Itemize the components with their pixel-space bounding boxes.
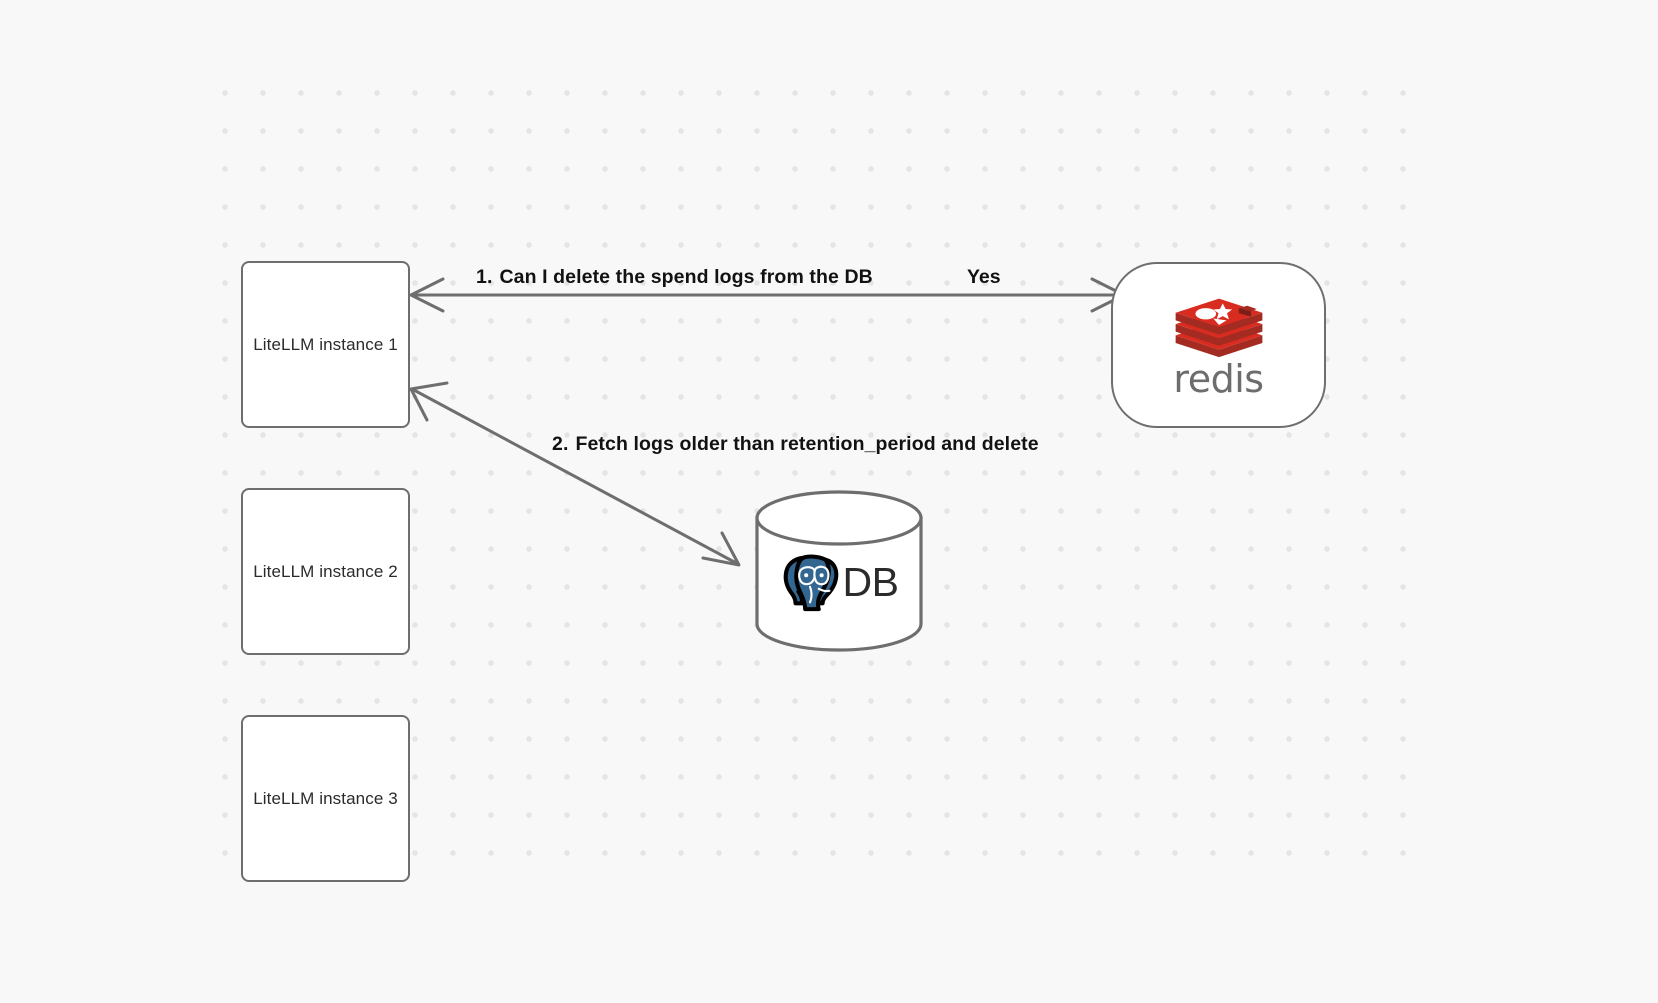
step-number: 1. bbox=[476, 266, 493, 288]
edge-label-yes: Yes bbox=[967, 266, 1001, 288]
step-number: 2. bbox=[552, 433, 569, 455]
edge-label-step-1: 1. Can I delete the spend logs from the D… bbox=[476, 266, 873, 288]
node-label: LiteLLM instance 3 bbox=[253, 788, 398, 808]
database-logo-row: DB bbox=[753, 552, 925, 612]
edge-instance1-database bbox=[409, 381, 741, 567]
edge-label-step-2: 2. Fetch logs older than retention_period… bbox=[552, 433, 1039, 455]
node-label: LiteLLM instance 1 bbox=[253, 334, 398, 354]
arrowhead-left bbox=[409, 277, 445, 313]
database-label: DB bbox=[842, 558, 899, 605]
arrowhead-lower-right bbox=[701, 531, 741, 567]
node-redis[interactable]: redis bbox=[1111, 262, 1326, 428]
step-text: Fetch logs older than retention_period a… bbox=[575, 433, 1039, 455]
redis-logo-icon bbox=[1175, 298, 1262, 357]
postgresql-elephant-icon bbox=[783, 554, 838, 612]
step-text: Can I delete the spend logs from the DB bbox=[499, 266, 873, 288]
node-label: LiteLLM instance 2 bbox=[253, 561, 398, 581]
arrowhead-upper-left bbox=[409, 381, 449, 422]
node-litellm-instance-3[interactable]: LiteLLM instance 3 bbox=[241, 715, 410, 882]
node-litellm-instance-1[interactable]: LiteLLM instance 1 bbox=[241, 261, 410, 428]
node-database[interactable]: DB bbox=[753, 490, 925, 652]
redis-wordmark: redis bbox=[1173, 356, 1264, 401]
cylinder-shape-icon bbox=[755, 490, 923, 652]
node-litellm-instance-2[interactable]: LiteLLM instance 2 bbox=[241, 488, 410, 655]
